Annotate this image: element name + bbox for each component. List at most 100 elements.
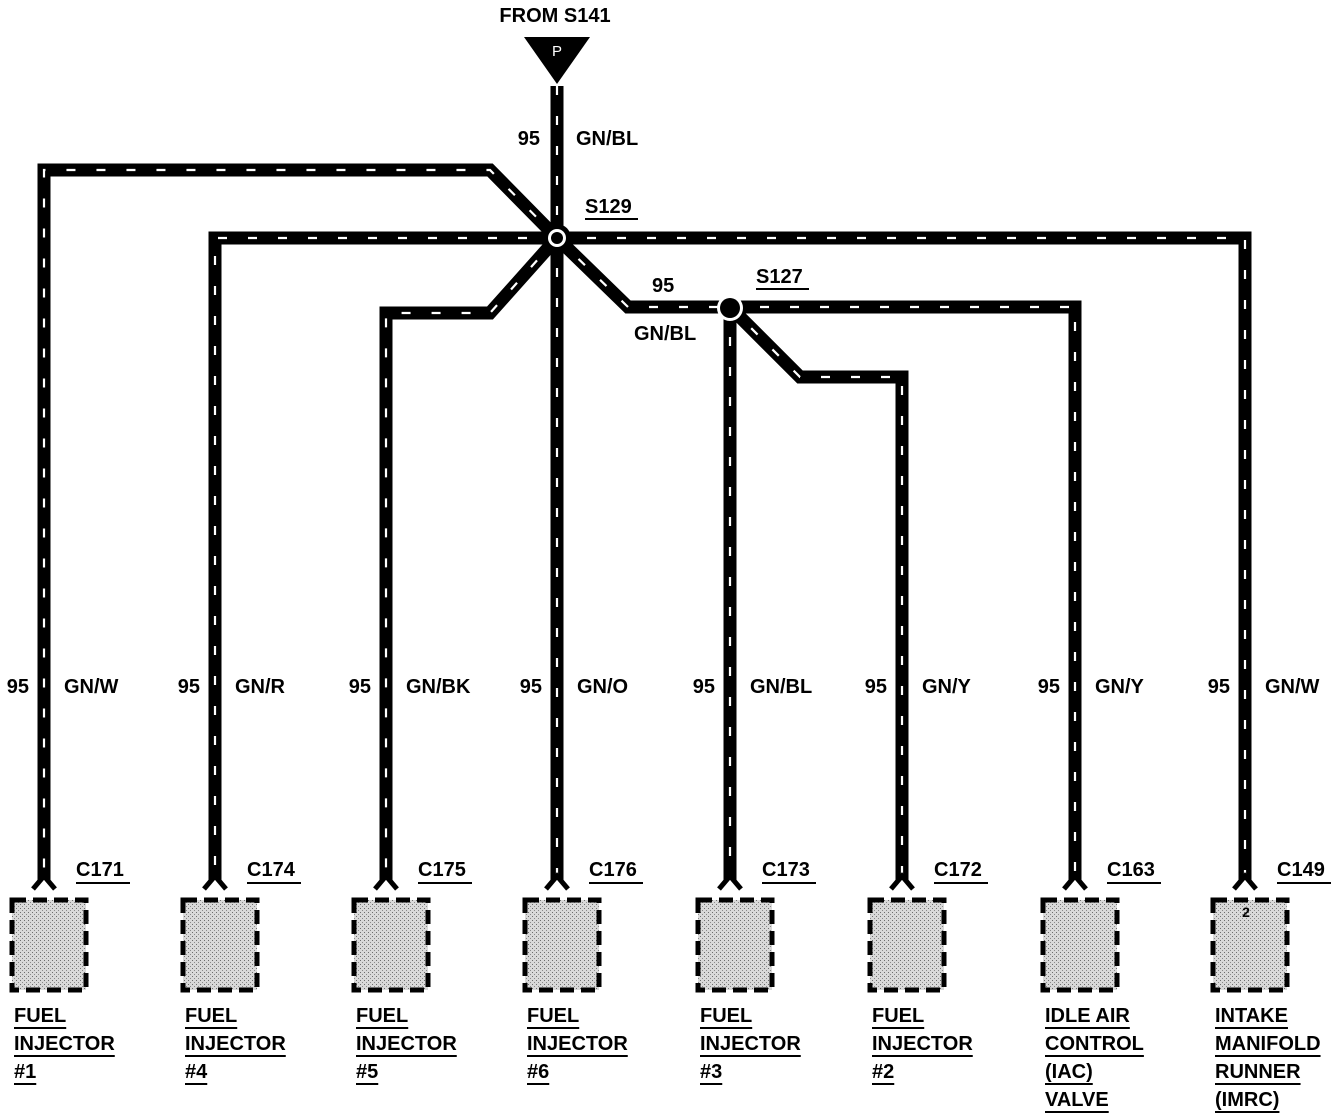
connector-id: C175 <box>418 859 466 881</box>
branch-wire-c171 <box>37 163 562 880</box>
feed-wire-color: GN/BL <box>576 128 638 150</box>
component-name-line: #4 <box>185 1061 208 1083</box>
feed-circuit-number: 95 <box>518 128 540 150</box>
wire-color-label: GN/W <box>64 676 119 698</box>
component-icon <box>1210 897 1290 993</box>
connector-terminal-icon <box>544 872 570 891</box>
connector-terminal-icon <box>373 872 399 891</box>
connector-id: C173 <box>762 859 810 881</box>
splice-link-wire <box>552 233 730 314</box>
circuit-number: 95 <box>1038 676 1060 698</box>
branch-wire-c175-stripe <box>384 237 558 880</box>
connector-terminal-icon <box>717 872 743 891</box>
wire-color-label: GN/O <box>577 676 628 698</box>
circuit-number: 95 <box>520 676 542 698</box>
component-icon <box>867 897 947 993</box>
component-icon <box>351 897 431 993</box>
component-name-line: FUEL <box>527 1005 579 1027</box>
splice-s127-label: S127 <box>756 266 803 288</box>
branch-wire-c175 <box>379 233 562 880</box>
wire-color-label: GN/W <box>1265 676 1320 698</box>
circuit-number: 95 <box>865 676 887 698</box>
wire-color-label: GN/R <box>235 676 286 698</box>
component-name-line: INJECTOR <box>356 1033 457 1055</box>
component-name-line: FUEL <box>700 1005 752 1027</box>
connector-id: C163 <box>1107 859 1155 881</box>
component-name-line: #3 <box>700 1061 722 1083</box>
component-icon <box>522 897 602 993</box>
branch-wire-c174 <box>208 231 557 880</box>
component-name-line: IDLE AIR <box>1045 1005 1130 1027</box>
component-name-line: #2 <box>872 1061 894 1083</box>
component-name-line: #1 <box>14 1061 36 1083</box>
connector-letter: P <box>552 43 562 60</box>
branch-wire-c171-stripe <box>42 168 558 880</box>
component-name-line: FUEL <box>356 1005 408 1027</box>
splice-link-wire-color: GN/BL <box>634 323 696 345</box>
component-name-line: INJECTOR <box>185 1033 286 1055</box>
connector-terminal-icon <box>1232 872 1258 891</box>
splice-s127-dot <box>720 298 740 318</box>
wires <box>37 86 1252 880</box>
component-icon <box>9 897 89 993</box>
connector-terminal-icon <box>31 872 57 891</box>
circuit-number: 95 <box>178 676 200 698</box>
component-name-line: INTAKE <box>1215 1005 1288 1027</box>
component-name-line: MANIFOLD <box>1215 1033 1321 1055</box>
connector-id: C176 <box>589 859 637 881</box>
circuit-number: 95 <box>349 676 371 698</box>
component-name-line: FUEL <box>14 1005 66 1027</box>
source-label: FROM S141 <box>499 5 610 27</box>
connector-id: C171 <box>76 859 124 881</box>
component-name-line: #5 <box>356 1061 378 1083</box>
component-name-line: INJECTOR <box>14 1033 115 1055</box>
connector-terminal-icon <box>889 872 915 891</box>
component-name-line: FUEL <box>872 1005 924 1027</box>
branch-wire-c163-stripe <box>730 305 1077 880</box>
splice-s129-label: S129 <box>585 196 632 218</box>
component-name-line: RUNNER <box>1215 1061 1301 1083</box>
component-name-line: #6 <box>527 1061 549 1083</box>
component-name-line: INJECTOR <box>700 1033 801 1055</box>
connector-terminal-icon <box>1062 872 1088 891</box>
component-name-line: FUEL <box>185 1005 237 1027</box>
component-name-line: VALVE <box>1045 1089 1109 1111</box>
branch-wire-c172-stripe <box>729 306 904 880</box>
from-s141-connector-icon <box>524 37 590 84</box>
component-icon <box>180 897 260 993</box>
component-name-line: INJECTOR <box>872 1033 973 1055</box>
branch-wire-c172 <box>725 302 909 880</box>
splice-link-wire-stripe <box>556 237 730 309</box>
component-icon <box>1040 897 1120 993</box>
component-icon <box>695 897 775 993</box>
wire-color-label: GN/Y <box>922 676 972 698</box>
connector-terminal-icon <box>202 872 228 891</box>
component-name-line: INJECTOR <box>527 1033 628 1055</box>
wire-color-label: GN/Y <box>1095 676 1145 698</box>
connector-id: C149 <box>1277 859 1325 881</box>
circuit-number: 95 <box>7 676 29 698</box>
circuit-number: 95 <box>1208 676 1230 698</box>
connector-id: C172 <box>934 859 982 881</box>
circuit-number: 95 <box>693 676 715 698</box>
splice-s129-center <box>551 232 563 244</box>
branch-wire-c149-stripe <box>557 236 1247 880</box>
wire-color-label: GN/BL <box>750 676 812 698</box>
wire-color-label: GN/BK <box>406 676 471 698</box>
component-name-line: CONTROL <box>1045 1033 1144 1055</box>
pin-number: 2 <box>1242 904 1250 920</box>
component-name-line: (IAC) <box>1045 1061 1093 1083</box>
component-name-line: (IMRC) <box>1215 1089 1279 1111</box>
splice-link-circuit-number: 95 <box>652 275 674 297</box>
